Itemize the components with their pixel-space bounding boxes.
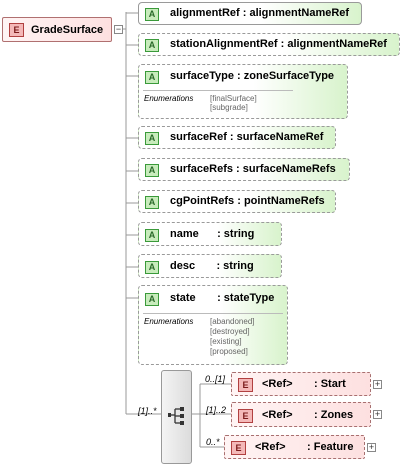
attribute-state[interactable]: A state : stateType Enumerations [abando… [138, 285, 288, 365]
root-element-label: GradeSurface [31, 24, 104, 36]
attribute-alignmentref[interactable]: A alignmentRef : alignmentNameRef [138, 2, 362, 25]
child-element-start[interactable]: E <Ref> : Start [231, 372, 371, 396]
ref-label: <Ref> [262, 378, 293, 390]
attribute-label: surfaceRef : surfaceNameRef [170, 131, 324, 143]
child-multiplicity: 0..* [206, 437, 220, 447]
expand-toggle-icon[interactable]: + [373, 379, 382, 389]
expand-toggle-icon[interactable]: + [373, 409, 382, 419]
attribute-name[interactable]: A name : string [138, 222, 282, 246]
sequence-icon [168, 407, 184, 425]
enumeration-value: [subgrade] [210, 103, 248, 112]
root-element-gradesurface[interactable]: E GradeSurface [2, 17, 112, 42]
attribute-badge: A [145, 132, 159, 145]
ref-label: <Ref> [262, 409, 293, 421]
expand-toggle-icon[interactable]: + [367, 442, 376, 452]
element-badge: E [231, 441, 246, 455]
child-multiplicity: [1]..2 [206, 405, 227, 415]
ref-label: <Ref> [255, 441, 286, 453]
attribute-surfacerefs[interactable]: A surfaceRefs : surfaceNameRefs [138, 158, 350, 181]
attribute-desc[interactable]: A desc : string [138, 254, 282, 278]
enumeration-value: [finalSurface] [210, 94, 257, 103]
enumerations-heading: Enumerations [144, 317, 194, 326]
element-badge: E [238, 409, 253, 423]
enumeration-value: [abandoned] [210, 317, 255, 326]
attribute-label: stationAlignmentRef : alignmentNameRef [170, 38, 387, 50]
attribute-label: surfaceType : zoneSurfaceType [170, 70, 335, 82]
enumeration-value: [destroyed] [210, 327, 250, 336]
collapse-toggle-icon[interactable]: − [114, 24, 123, 34]
enumeration-divider [143, 313, 283, 314]
attribute-badge: A [145, 8, 159, 21]
attribute-label: alignmentRef : alignmentNameRef [170, 7, 350, 19]
attribute-cgpointrefs[interactable]: A cgPointRefs : pointNameRefs [138, 190, 336, 213]
enumerations-heading: Enumerations [144, 94, 194, 103]
attribute-badge: A [145, 164, 159, 177]
element-name-label: : Feature [307, 441, 354, 453]
attribute-badge: A [145, 196, 159, 209]
attribute-stationalignmentref[interactable]: A stationAlignmentRef : alignmentNameRef [138, 33, 400, 56]
attribute-badge: A [145, 71, 159, 84]
sequence-compositor[interactable] [161, 370, 192, 464]
child-multiplicity: 0..[1] [205, 374, 226, 384]
attribute-label: state : stateType [170, 292, 275, 304]
enumeration-value: [existing] [210, 337, 242, 346]
element-name-label: : Start [314, 378, 346, 390]
element-name-label: : Zones [314, 409, 354, 421]
attribute-label: surfaceRefs : surfaceNameRefs [170, 163, 336, 175]
element-badge: E [9, 23, 24, 37]
attribute-label: name : string [170, 228, 255, 240]
child-element-feature[interactable]: E <Ref> : Feature [224, 435, 365, 459]
attribute-surfacetype[interactable]: A surfaceType : zoneSurfaceType Enumerat… [138, 64, 348, 119]
attribute-surfaceref[interactable]: A surfaceRef : surfaceNameRef [138, 126, 336, 149]
attribute-badge: A [145, 229, 159, 242]
element-badge: E [238, 378, 253, 392]
sequence-multiplicity: [1]..* [138, 406, 157, 416]
attribute-badge: A [145, 39, 159, 52]
attribute-badge: A [145, 261, 159, 274]
attribute-label: cgPointRefs : pointNameRefs [170, 195, 325, 207]
enumeration-value: [proposed] [210, 347, 248, 356]
enumeration-divider [143, 90, 293, 91]
attribute-badge: A [145, 293, 159, 306]
child-element-zones[interactable]: E <Ref> : Zones [231, 402, 371, 427]
attribute-label: desc : string [170, 260, 254, 272]
